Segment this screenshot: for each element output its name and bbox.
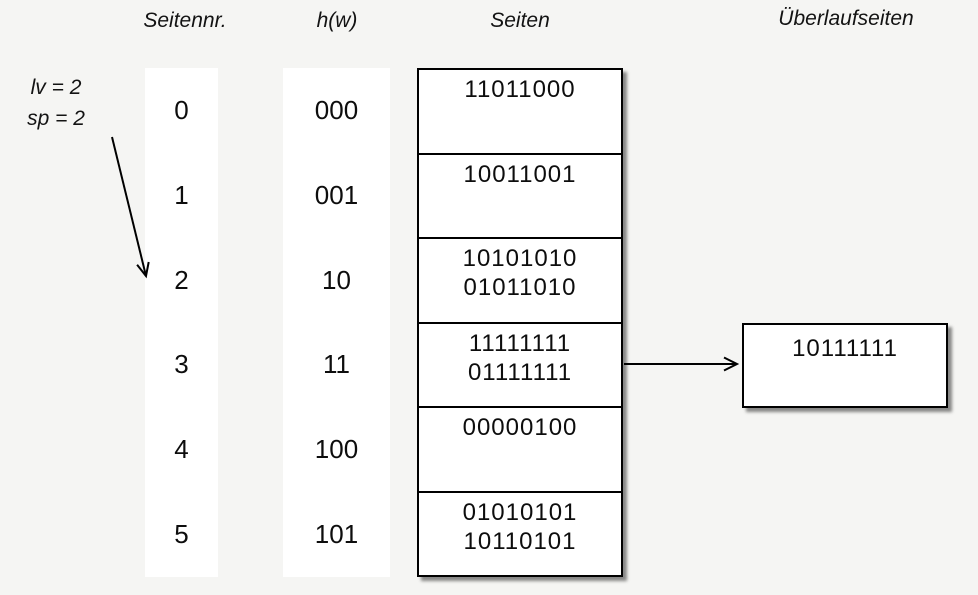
header-seiten: Seiten — [490, 9, 550, 32]
page-number: 4 — [174, 434, 189, 465]
bucket-row-5: 01010101 10110101 — [419, 493, 621, 576]
hash-value: 11 — [323, 349, 350, 380]
bucket-row-4: 00000100 — [419, 408, 621, 493]
bucket-entry: 10011001 — [463, 160, 577, 188]
header-hw: h(w) — [316, 9, 358, 32]
bucket-entry: 00000100 — [462, 414, 578, 441]
annotation-sp: sp = 2 — [27, 107, 85, 130]
header-ueberlaufseiten: Überlaufseiten — [778, 7, 914, 30]
hash-value: 100 — [314, 434, 359, 465]
bucket-entry: 01111111 — [467, 358, 573, 386]
bucket-entry: 10101010 — [462, 245, 578, 272]
page-number-column: 0 1 2 3 4 5 — [145, 68, 218, 577]
hash-value-column: 000 001 10 11 100 101 — [283, 68, 390, 577]
state-annotation: lv = 2 sp = 2 — [14, 72, 98, 134]
bucket-entry: 11111111 — [468, 329, 572, 357]
page-number: 3 — [174, 349, 189, 380]
bucket-entry: 11011000 — [464, 76, 576, 103]
page-number: 1 — [174, 179, 189, 210]
hash-value: 001 — [314, 179, 359, 210]
header-seitennr: Seitennr. — [143, 9, 227, 32]
bucket-table: 11011000 10011001 10101010 01011010 1111… — [417, 68, 623, 577]
page-number: 0 — [174, 94, 189, 125]
page-number: 2 — [174, 264, 189, 295]
page-number: 5 — [174, 519, 189, 550]
bucket-row-2: 10101010 01011010 — [419, 239, 621, 324]
bucket-entry: 01010101 — [462, 498, 578, 526]
bucket-entry: 10110101 — [463, 527, 577, 555]
bucket-row-3: 11111111 01111111 — [419, 324, 621, 408]
bucket-row-0: 11011000 — [419, 70, 621, 155]
split-pointer-arrow — [111, 136, 150, 279]
overflow-arrow — [624, 356, 740, 372]
overflow-page-box: 10111111 — [742, 323, 948, 408]
hash-value: 101 — [314, 519, 359, 550]
annotation-lv: lv = 2 — [30, 76, 82, 99]
bucket-row-1: 10011001 — [419, 155, 621, 239]
overflow-entry: 10111111 — [792, 335, 898, 362]
hash-value: 10 — [322, 264, 351, 295]
hash-value: 000 — [314, 94, 359, 125]
bucket-entry: 01011010 — [463, 274, 577, 301]
